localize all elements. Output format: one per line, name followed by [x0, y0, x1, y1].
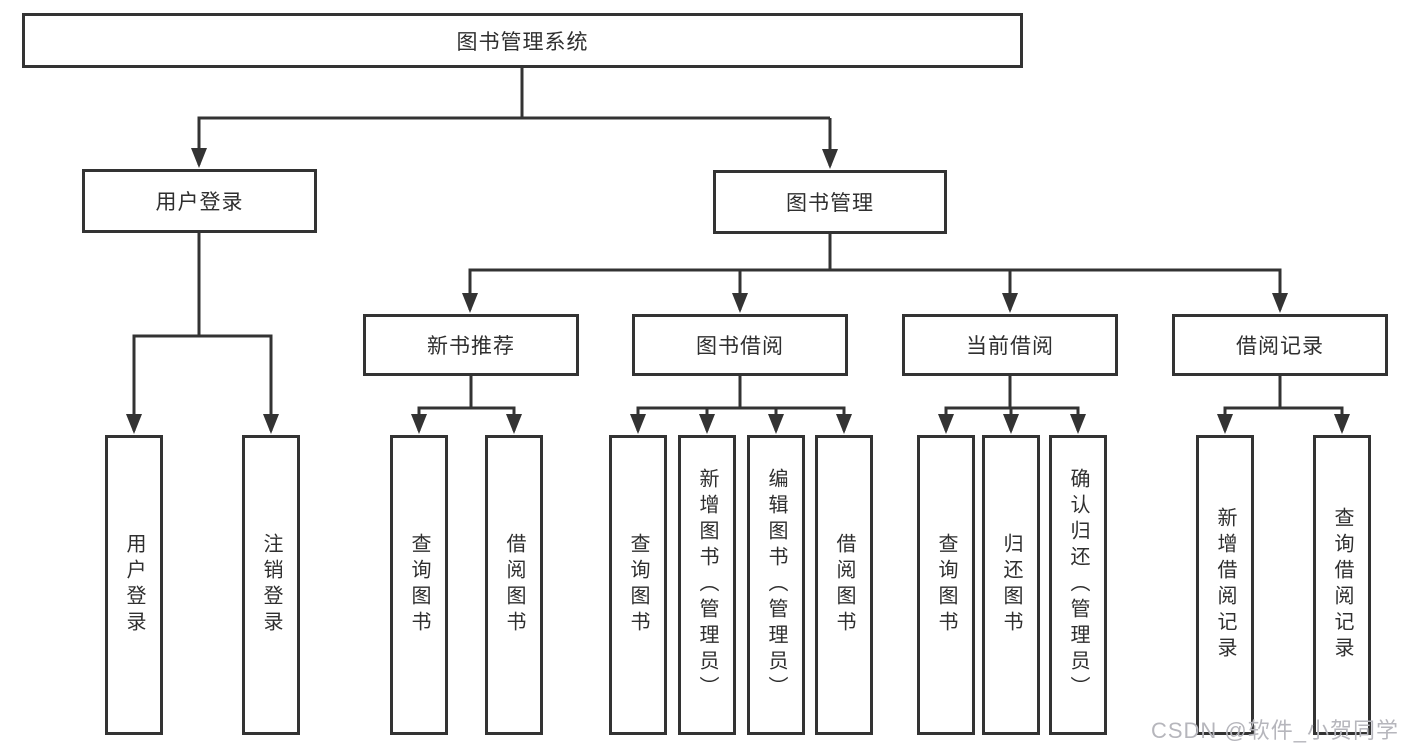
leaf-label: 查询图书: [935, 533, 957, 637]
connector-arrows: [126, 118, 1350, 434]
watermark: CSDN @软件_小贺同学: [1150, 718, 1399, 743]
leaf-borrowing-add-books-admin: 新增图书（管理员）: [678, 435, 736, 735]
node-user-login-branch: 用户登录: [82, 169, 317, 233]
node-label: 图书管理系统: [456, 30, 589, 54]
leaf-label: 新增借阅记录: [1214, 507, 1236, 663]
leaf-current-query-books: 查询图书: [917, 435, 975, 735]
connector-spines: [132, 68, 1344, 410]
node-label: 借阅记录: [1236, 335, 1324, 358]
node-borrow-records: 借阅记录: [1172, 314, 1388, 376]
leaf-label: 查询借阅记录: [1331, 507, 1353, 663]
leaf-records-add-record: 新增借阅记录: [1196, 435, 1254, 735]
node-new-book-recommend: 新书推荐: [363, 314, 579, 376]
leaf-newbook-borrow-books: 借阅图书: [485, 435, 543, 735]
leaf-label: 用户登录: [123, 533, 145, 637]
node-root-system: 图书管理系统: [22, 13, 1023, 68]
leaf-current-confirm-return-admin: 确认归还（管理员）: [1049, 435, 1107, 735]
node-book-management-branch: 图书管理: [713, 170, 947, 234]
leaf-borrowing-edit-books-admin: 编辑图书（管理员）: [747, 435, 805, 735]
leaf-newbook-query-books: 查询图书: [390, 435, 448, 735]
leaf-current-return-books: 归还图书: [982, 435, 1040, 735]
node-label: 图书管理: [786, 192, 874, 215]
leaf-label: 归还图书: [1000, 533, 1022, 637]
leaf-borrowing-borrow-books: 借阅图书: [815, 435, 873, 735]
leaf-label: 确认归还（管理员）: [1067, 468, 1089, 702]
node-label: 图书借阅: [696, 335, 784, 358]
node-label: 新书推荐: [427, 335, 515, 358]
node-label: 用户登录: [155, 191, 244, 214]
leaf-records-query-record: 查询借阅记录: [1313, 435, 1371, 735]
leaf-borrowing-query-books: 查询图书: [609, 435, 667, 735]
leaf-label: 查询图书: [408, 533, 430, 637]
node-current-borrowing: 当前借阅: [902, 314, 1118, 376]
leaf-label: 借阅图书: [833, 533, 855, 637]
leaf-label: 编辑图书（管理员）: [765, 468, 787, 702]
leaf-logout: 注销登录: [242, 435, 300, 735]
leaf-label: 新增图书（管理员）: [696, 468, 718, 702]
node-book-borrowing: 图书借阅: [632, 314, 848, 376]
leaf-user-login: 用户登录: [105, 435, 163, 735]
leaf-label: 查询图书: [627, 533, 649, 637]
leaf-label: 注销登录: [260, 533, 282, 637]
leaf-label: 借阅图书: [503, 533, 525, 637]
node-label: 当前借阅: [966, 335, 1054, 358]
